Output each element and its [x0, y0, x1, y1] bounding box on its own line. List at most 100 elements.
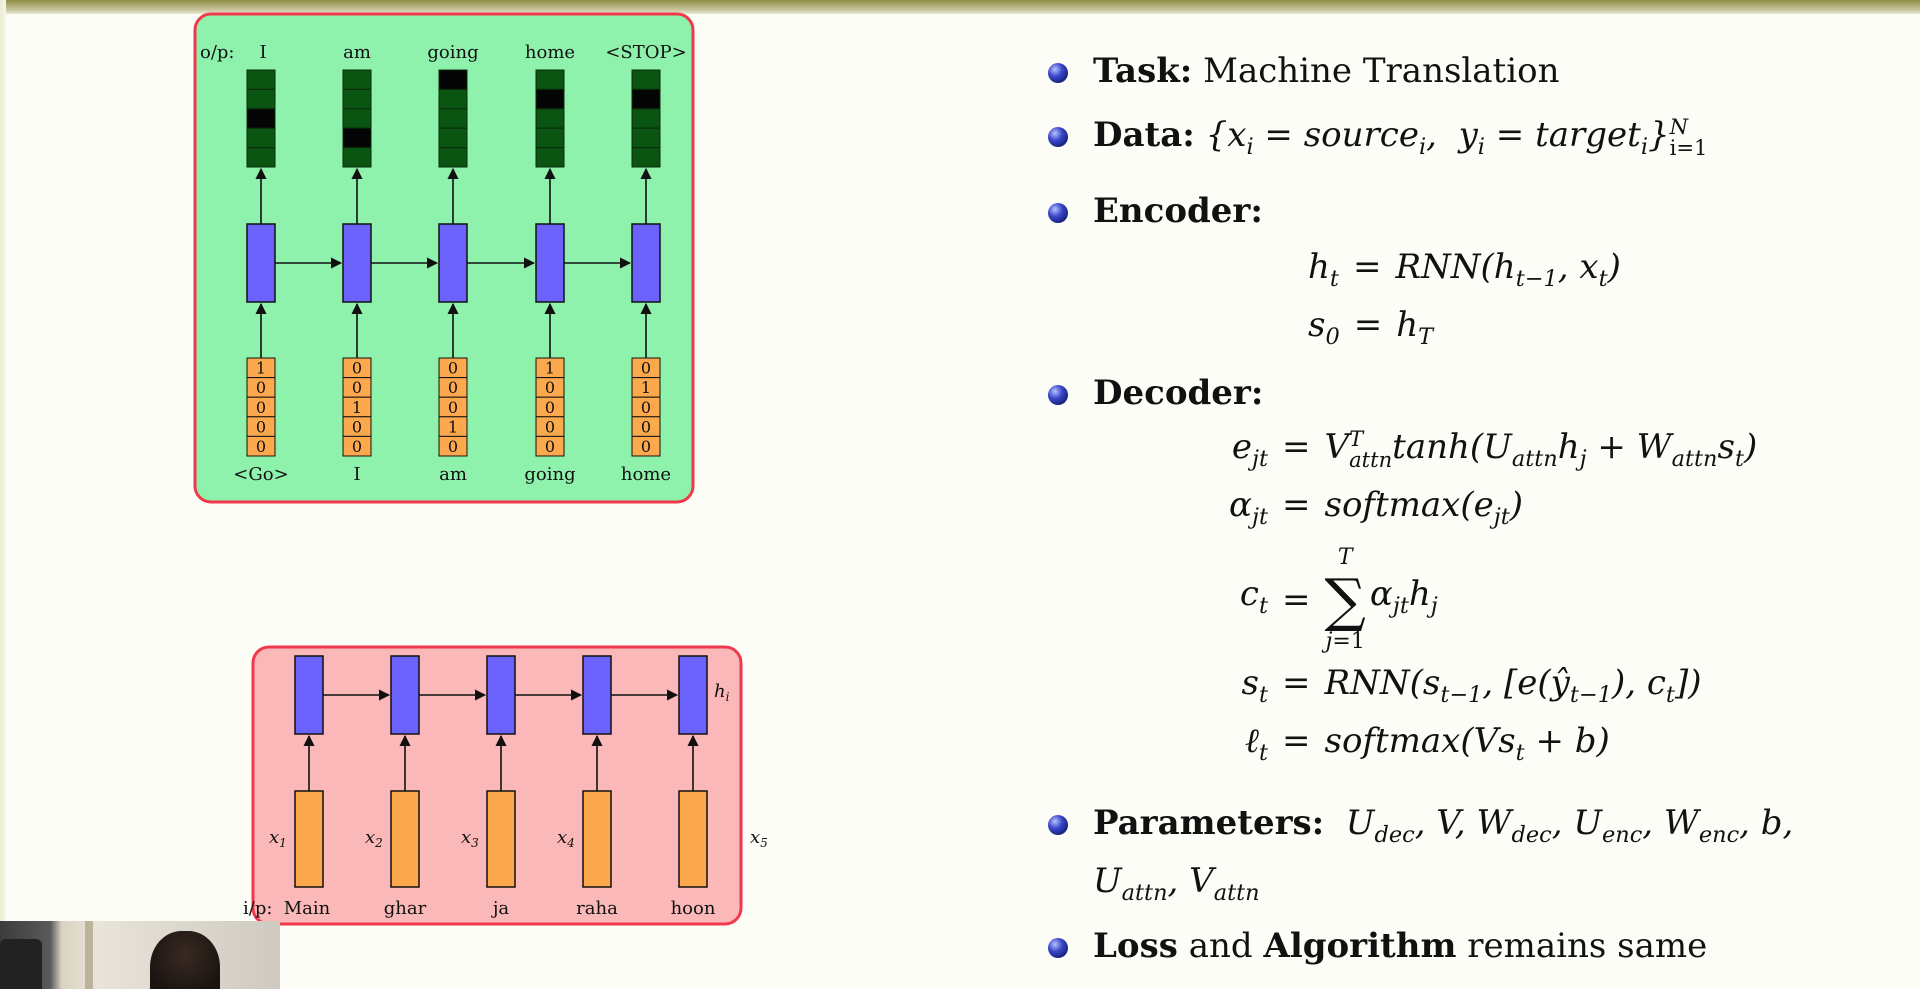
- onehot-digit: 0: [352, 378, 362, 397]
- onehot-digit: 1: [641, 378, 651, 397]
- output-word: am: [343, 42, 371, 63]
- encoder-rnn-cell: [678, 655, 708, 735]
- encoder-rnn-cell: [390, 655, 420, 735]
- onehot-digit: 0: [256, 437, 266, 456]
- output-word: <STOP>: [605, 42, 686, 63]
- output-word: going: [427, 42, 478, 63]
- algorithm-keyword: Algorithm: [1263, 926, 1457, 967]
- output-prob-cell: [246, 69, 276, 90]
- onehot-cell: [631, 435, 661, 457]
- onehot-digit: 0: [641, 359, 651, 378]
- onehot-digit: 0: [448, 398, 458, 417]
- onehot-digit: 0: [256, 417, 266, 436]
- input-label-prefix: i/p:: [243, 898, 272, 919]
- output-prob-cell: [631, 108, 661, 129]
- output-prob-cell: [246, 88, 276, 110]
- onehot-digit: 0: [256, 398, 266, 417]
- output-prob-cell: [438, 127, 468, 149]
- encoder-rnn-cell: [582, 655, 612, 735]
- decoder-rnn-cell: [631, 223, 661, 303]
- bullet-dot-icon: [1048, 814, 1068, 835]
- output-prob-cell: [631, 147, 661, 168]
- onehot-digit: 0: [545, 378, 555, 397]
- bullet-parameters: Parameters: Udec, V, Wdec, Uenc, Wenc, b…: [1045, 800, 1905, 916]
- encoder-panel-box: [251, 645, 743, 926]
- output-prob-cell: [246, 108, 276, 129]
- slide-left-bar: [0, 0, 6, 989]
- onehot-digit: 0: [545, 437, 555, 456]
- encoder-input-subscript: 3: [471, 836, 479, 850]
- onehot-cell: [535, 435, 565, 457]
- encoder-input-vector: [390, 790, 420, 888]
- output-prob-cell: [631, 127, 661, 149]
- output-prob-cell: [535, 69, 565, 90]
- onehot-cell: [246, 435, 276, 457]
- encoder-input-word: hoon: [671, 898, 716, 919]
- output-prob-cell: [342, 88, 372, 110]
- onehot-digit: 0: [448, 437, 458, 456]
- remains-text: remains same: [1467, 926, 1708, 967]
- output-prob-cell: [342, 127, 372, 149]
- onehot-digit: 0: [448, 378, 458, 397]
- parameters-keyword: Parameters:: [1093, 802, 1325, 843]
- bullet-task: Task: Machine Translation: [1045, 48, 1905, 94]
- output-prob-cell: [342, 69, 372, 90]
- bullet-encoder: Encoder: ht=RNN(ht−1, xt) s0=hT: [1045, 188, 1905, 360]
- onehot-digit: 0: [352, 437, 362, 456]
- onehot-digit: 0: [641, 437, 651, 456]
- data-keyword: Data:: [1093, 115, 1195, 155]
- onehot-cell: [438, 435, 468, 457]
- decoder-input-word: home: [621, 464, 671, 485]
- onehot-digit: 0: [352, 359, 362, 378]
- output-prob-cell: [438, 147, 468, 168]
- decoder-rnn-cell: [438, 223, 468, 303]
- encoder-input-vector: [486, 790, 516, 888]
- task-keyword: Task:: [1093, 51, 1193, 91]
- encoder-input-symbol: x5: [750, 827, 768, 850]
- encoder-input-word: raha: [576, 898, 618, 919]
- encoder-rnn-cell: [486, 655, 516, 735]
- encoder-input-subscript: 4: [566, 836, 575, 850]
- onehot-digit: 1: [352, 398, 362, 417]
- onehot-digit: 0: [545, 398, 555, 417]
- output-prob-cell: [631, 69, 661, 90]
- encoder-keyword: Encoder:: [1093, 190, 1263, 231]
- slide-bullets: Task: Machine Translation Data: {xi = so…: [1045, 48, 1905, 969]
- bullet-dot-icon: [1048, 202, 1068, 223]
- output-prob-cell: [631, 88, 661, 110]
- decoder-rnn-cell: [246, 223, 276, 303]
- encoder-input-subscript: 2: [374, 836, 383, 850]
- parameters-list: Udec, V, Wdec, Uenc, Wenc, b,Uattn, Vatt…: [1093, 802, 1794, 906]
- output-prob-cell: [438, 69, 468, 90]
- slide-top-bar: [0, 0, 1920, 14]
- output-prob-cell: [535, 88, 565, 110]
- encoder-input-vector: [678, 790, 708, 888]
- output-prob-cell: [342, 147, 372, 168]
- decoder-input-word: am: [439, 464, 467, 485]
- output-prob-cell: [535, 127, 565, 149]
- decoder-rnn-cell: [535, 223, 565, 303]
- onehot-digit: 0: [545, 417, 555, 436]
- onehot-digit: 0: [641, 398, 651, 417]
- output-prob-cell: [438, 88, 468, 110]
- encoder-input-word: Main: [284, 898, 331, 919]
- output-label-prefix: o/p:: [200, 42, 235, 63]
- onehot-digit: 1: [545, 359, 555, 378]
- decoder-keyword: Decoder:: [1093, 372, 1264, 413]
- encoder-input-word: ghar: [384, 898, 427, 919]
- onehot-digit: 0: [641, 417, 651, 436]
- onehot-cell: [342, 435, 372, 457]
- decoder-input-word: going: [524, 464, 575, 485]
- webcam-post: [85, 921, 93, 989]
- bullet-dot-icon: [1048, 938, 1068, 959]
- decoder-input-word: <Go>: [233, 464, 288, 485]
- and-text: and: [1188, 926, 1253, 967]
- output-prob-cell: [438, 108, 468, 129]
- onehot-digit: 0: [352, 417, 362, 436]
- encoder-equations: ht=RNN(ht−1, xt) s0=hT: [1308, 246, 1621, 350]
- encoder-input-word: ja: [491, 898, 510, 919]
